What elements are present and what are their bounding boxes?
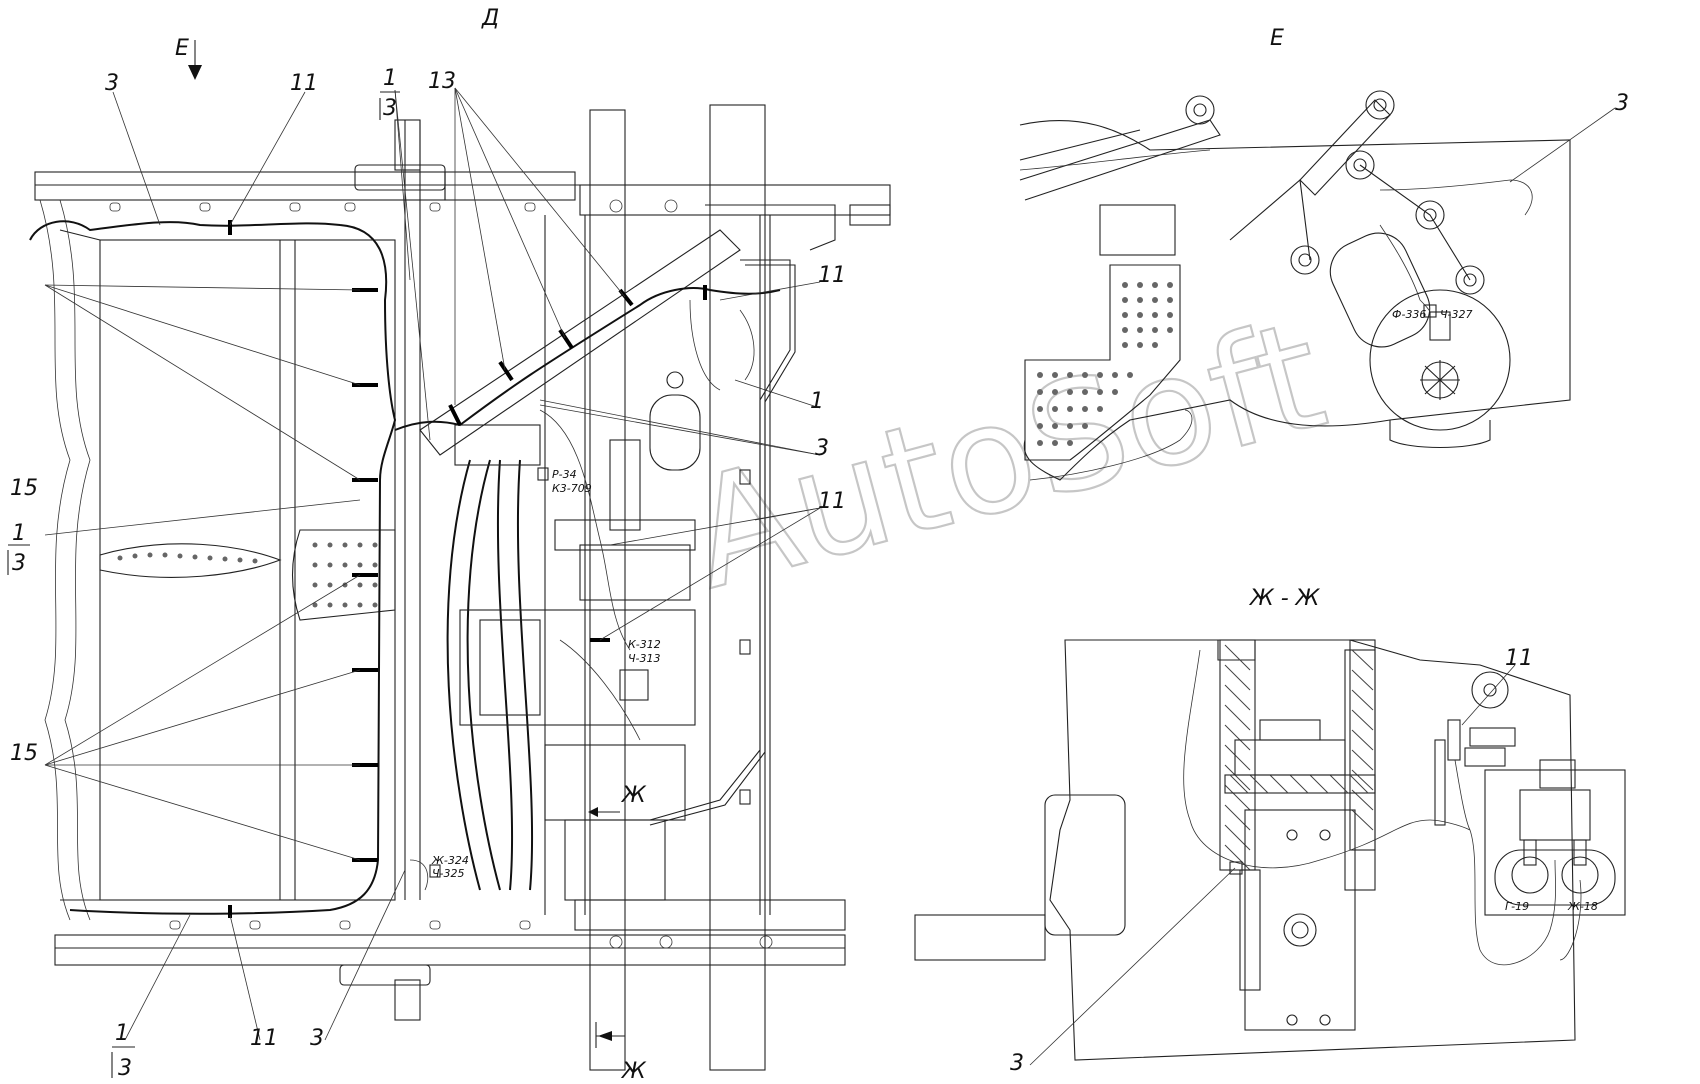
callout-1-bottom: 1 [115,1021,129,1046]
callout-15-a: 15 [10,476,38,501]
wire-code-ch327: Ч-327 [1440,308,1473,321]
view-zh-callout-3: 3 [1010,1051,1024,1076]
callout-3-top-sub: 3 [383,96,397,121]
wire-code-g19: Г-19 [1505,900,1529,913]
wire-code-zh18: Ж-18 [1567,900,1598,913]
callout-3-top: 3 [105,71,119,96]
wire-code-k3709: К3-709 [552,482,592,495]
callout-3-left-sub: 3 [12,551,26,576]
callout-1-left: 1 [12,521,26,546]
main-view-label: Д [481,6,499,31]
callout-11-right-a: 11 [818,263,846,288]
wire-code-zh324: Ж-324 [431,854,469,867]
callout-1-top: 1 [383,66,397,91]
callout-3-bottom: 3 [310,1026,324,1051]
zh-local-label: Ж [620,783,647,808]
view-e-callout-3: 3 [1615,91,1629,116]
wire-code-p34: Р-34 [552,468,577,481]
callout-15-b: 15 [10,741,38,766]
view-zh-zh [914,639,1626,1066]
zh-bottom-label: Ж [620,1059,647,1084]
main-view [29,40,891,1071]
callout-11-top: 11 [290,71,318,96]
callout-3-right: 3 [815,436,829,461]
callout-1-right: 1 [810,389,824,414]
callout-11-bottom: 11 [250,1026,278,1051]
callout-13: 13 [428,69,456,94]
watermark: AutoSoft [673,288,1340,623]
wire-code-ch325: Ч-325 [432,867,465,880]
labels: Д Е Ж - Ж Е Ж Ж 3 11 1 3 13 11 1 3 11 15… [7,6,1629,1084]
view-e-label: Е [1270,26,1284,51]
e-arrow-label: Е [175,36,189,61]
wire-code-ch313: Ч-313 [628,652,661,665]
wire-code-k312: К-312 [628,638,661,651]
view-e [1019,90,1616,481]
wire-code-f336: Ф-336 [1392,308,1426,321]
view-zh-label: Ж - Ж [1248,586,1321,611]
view-zh-callout-11: 11 [1505,646,1533,671]
callout-11-right-b: 11 [818,489,846,514]
callout-3-bottom-sub: 3 [118,1056,132,1081]
